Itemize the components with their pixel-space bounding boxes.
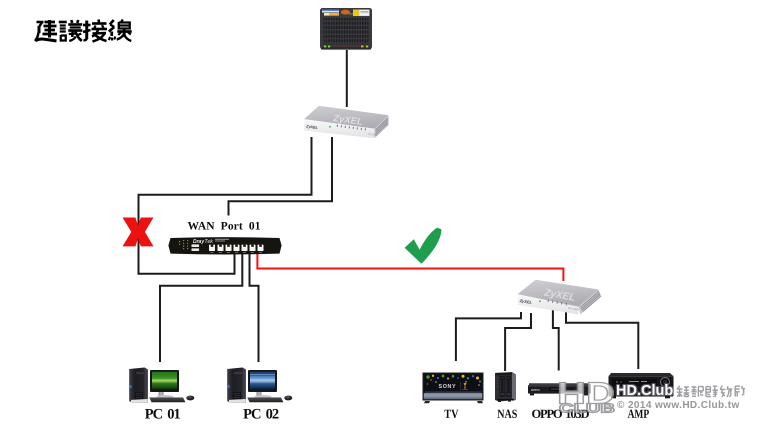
svg-text:PC 02: PC 02 xyxy=(243,407,279,423)
svg-text:SONY: SONY xyxy=(439,384,457,390)
svg-text:HD: HD xyxy=(557,377,615,411)
svg-text:GS-108B: GS-108B xyxy=(367,133,378,137)
svg-text:NAS: NAS xyxy=(497,408,517,421)
svg-text:WAN Port 01: WAN Port 01 xyxy=(187,220,260,232)
svg-text:GS-105B: GS-105B xyxy=(568,306,579,312)
svg-text:TV: TV xyxy=(444,408,459,421)
svg-text:ZyXEL: ZyXEL xyxy=(332,113,364,128)
svg-text:ZyXEL: ZyXEL xyxy=(518,298,533,305)
svg-text:CLUB: CLUB xyxy=(559,402,615,416)
svg-text:PC 01: PC 01 xyxy=(145,406,181,422)
svg-text:ZyXEL: ZyXEL xyxy=(542,287,576,303)
svg-text:AMP: AMP xyxy=(628,408,650,422)
svg-text:OPPO: OPPO xyxy=(531,388,540,392)
svg-text:Dray: Dray xyxy=(193,239,204,245)
svg-text:OPPO 103D: OPPO 103D xyxy=(531,407,589,421)
svg-text:ZyXEL: ZyXEL xyxy=(305,124,319,130)
svg-text:Tek: Tek xyxy=(205,239,214,245)
